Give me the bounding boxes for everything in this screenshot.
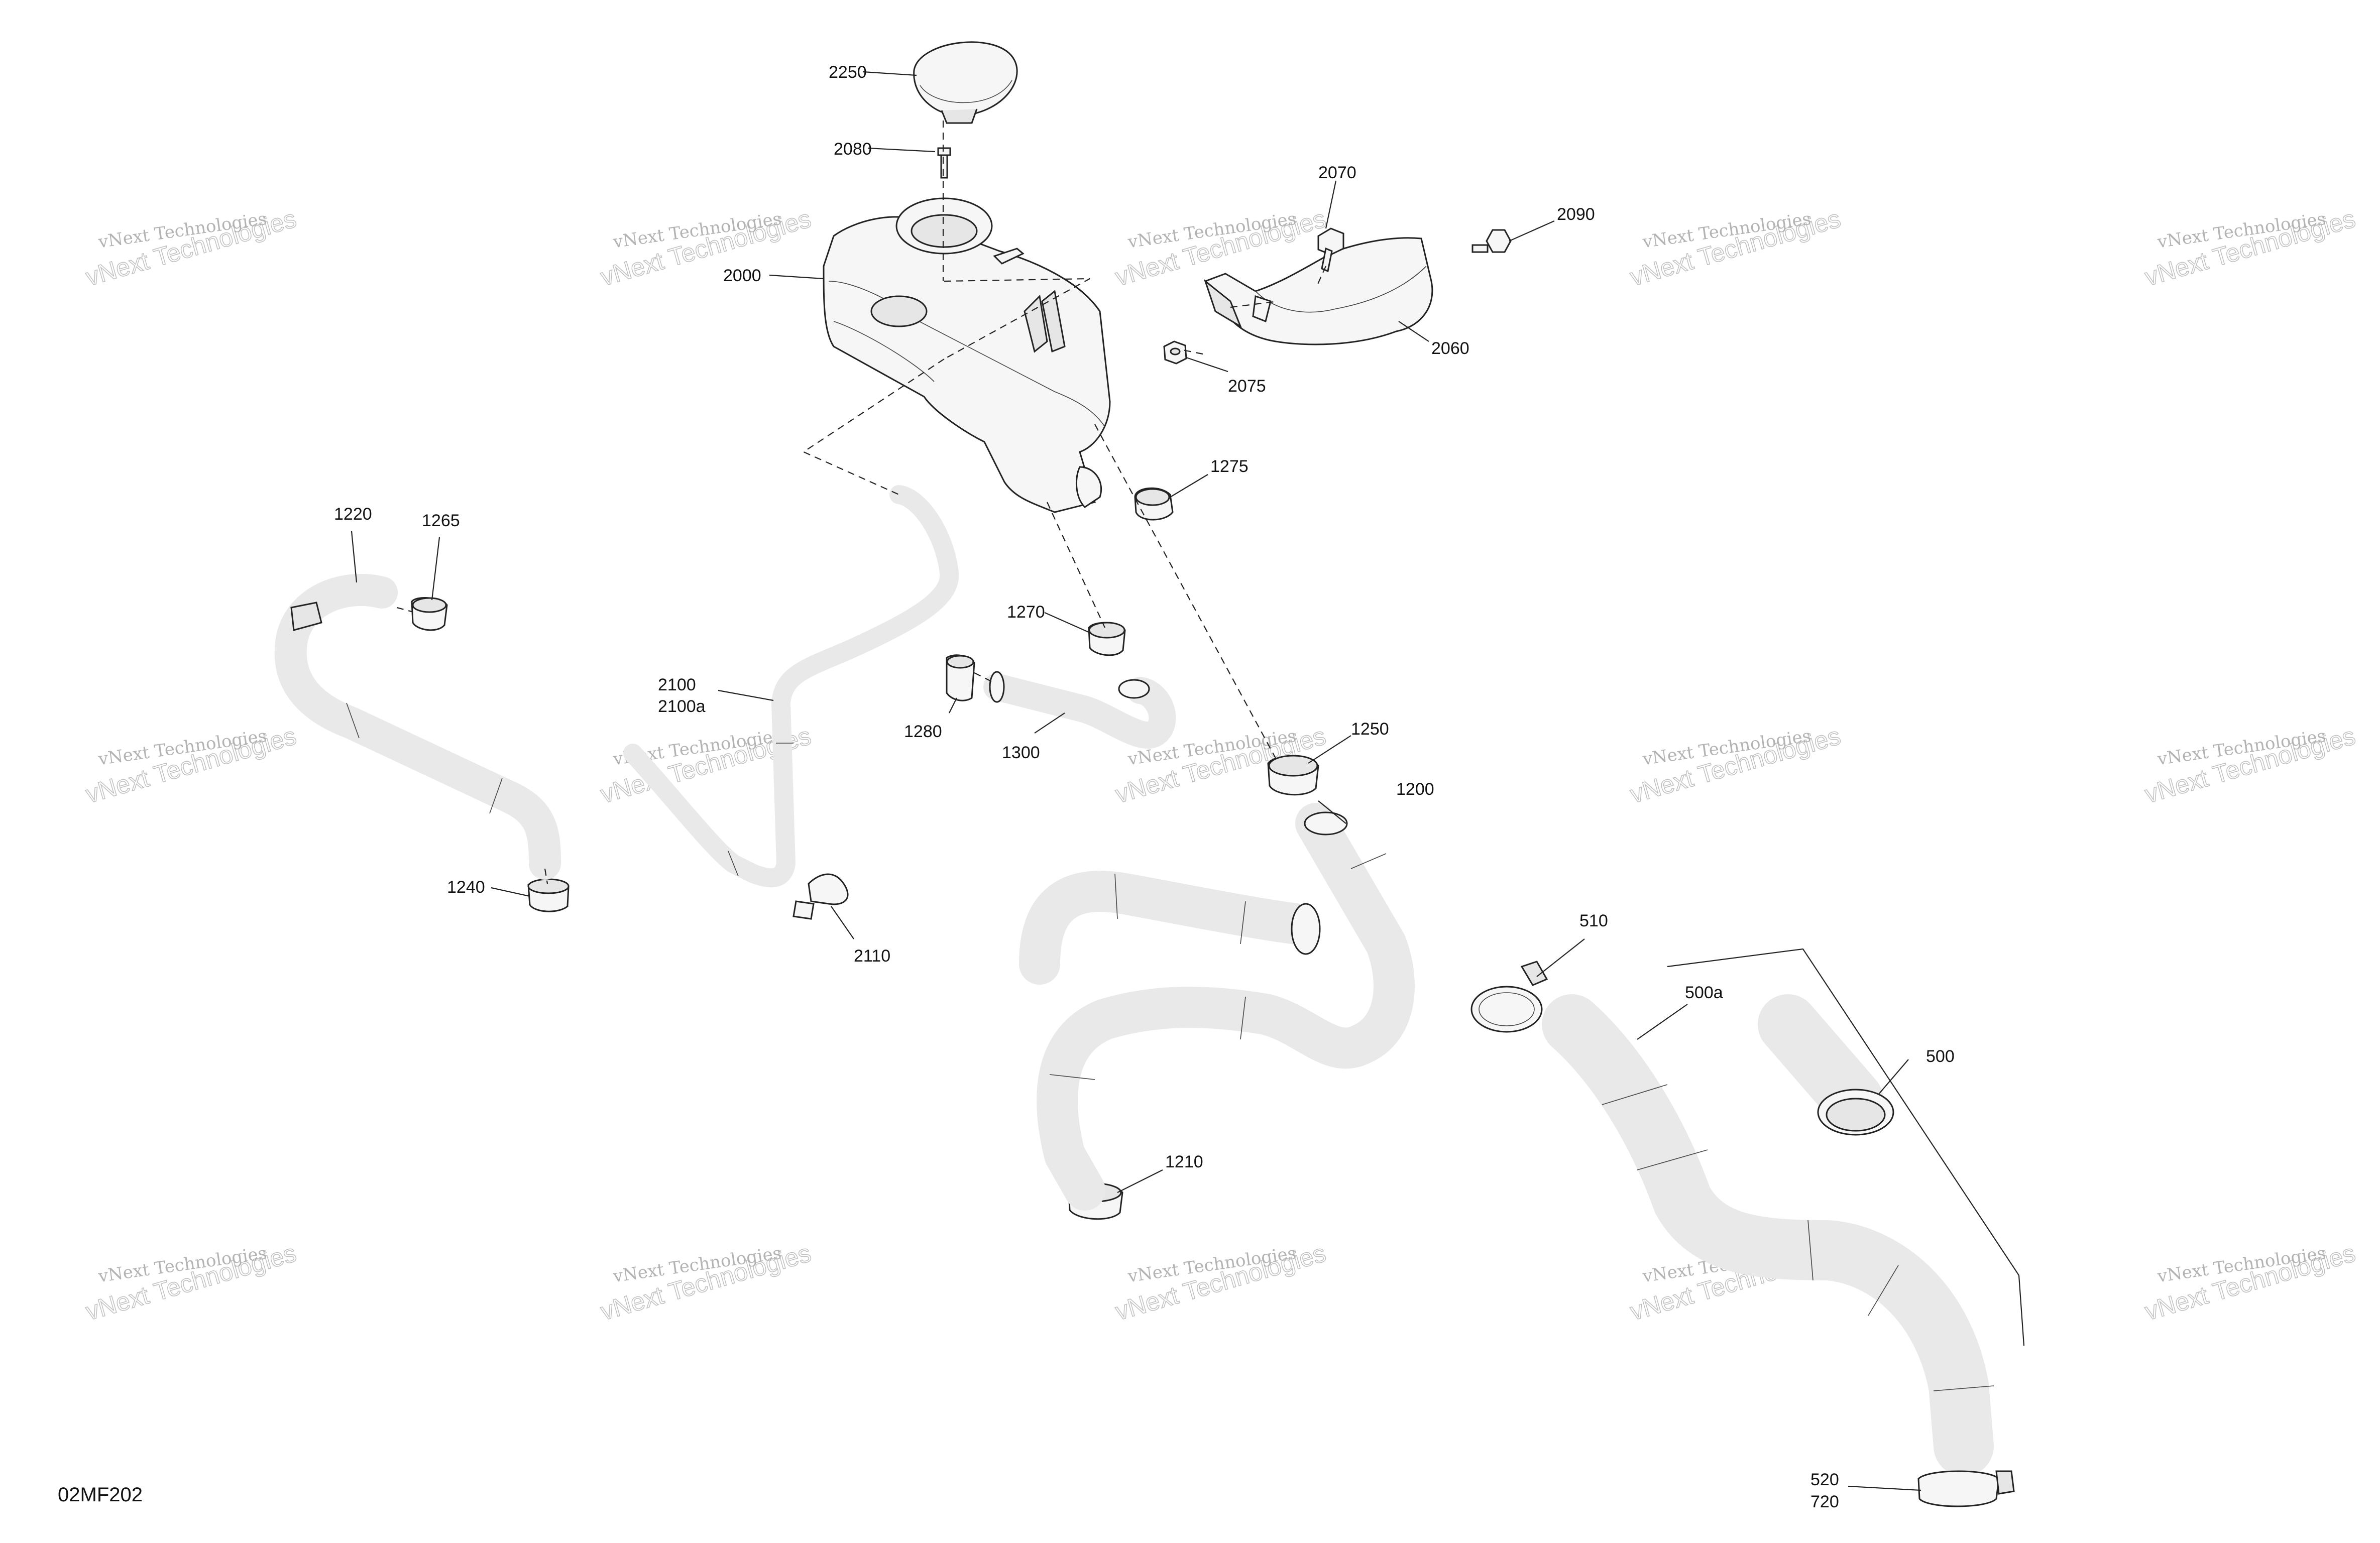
bolt-2070-part <box>1317 227 1344 273</box>
callout-1280: 1280 <box>904 722 942 741</box>
callout-2100a: 2100a <box>658 697 706 716</box>
callout-1300: 1300 <box>1002 743 1040 762</box>
callout-1270: 1270 <box>1007 603 1045 622</box>
clamp-1280-part <box>946 654 975 701</box>
callout-1240: 1240 <box>447 878 485 897</box>
clamp-520-part <box>1917 1470 2015 1507</box>
callout-2000: 2000 <box>723 266 761 285</box>
callout-2080: 2080 <box>834 140 872 159</box>
clamp-1240-part <box>527 878 570 912</box>
callout-1210: 1210 <box>1165 1152 1203 1171</box>
clamp-1275-part <box>1134 487 1174 521</box>
leader-lines <box>351 71 1921 1491</box>
callout-1275: 1275 <box>1210 457 1249 476</box>
callout-500a: 500a <box>1685 983 1723 1002</box>
reservoir-cap-part <box>913 41 1018 124</box>
coolant-reservoir-part <box>823 197 1111 513</box>
callout-1250: 1250 <box>1351 720 1389 739</box>
clamp-1270-part <box>1088 622 1126 656</box>
bolt-2090-part <box>1471 229 1512 253</box>
callout-720: 720 <box>1810 1492 1839 1511</box>
figure-code: 02MF202 <box>58 1484 143 1506</box>
callout-2070: 2070 <box>1318 163 1356 182</box>
callout-2100: 2100 <box>658 675 696 694</box>
hose-1200-part <box>1019 803 1415 1211</box>
nut-2075-part <box>1163 340 1187 365</box>
screw-2080-part <box>937 147 951 179</box>
clamp-1250-part <box>1267 755 1319 796</box>
callout-500: 500 <box>1926 1047 1955 1066</box>
callout-2110: 2110 <box>854 946 890 966</box>
callout-2060: 2060 <box>1431 339 1469 358</box>
callout-2075: 2075 <box>1228 377 1266 396</box>
hose-1220-part <box>274 573 561 880</box>
assembly-guide-lines <box>396 121 2025 1346</box>
clamp-1265-part <box>411 597 448 631</box>
callout-2250: 2250 <box>829 63 867 82</box>
callout-510: 510 <box>1579 911 1608 930</box>
callout-1220: 1220 <box>334 505 372 524</box>
reservoir-bracket-part <box>1203 237 1433 345</box>
callout-2090: 2090 <box>1557 205 1595 224</box>
callout-1200: 1200 <box>1396 780 1434 799</box>
clip-2110-part <box>792 873 849 920</box>
callout-520: 520 <box>1810 1470 1839 1489</box>
hose-2100-part <box>623 485 959 888</box>
callout-labels: 2250 2080 2000 2070 2090 2060 2075 1275 … <box>334 63 1955 1511</box>
hose-500-part <box>1758 994 1894 1136</box>
callout-1265: 1265 <box>422 511 460 530</box>
clamp-510-part <box>1470 961 1548 1033</box>
hose-500a-part <box>1542 994 1994 1476</box>
hose-1300-part <box>983 671 1176 749</box>
